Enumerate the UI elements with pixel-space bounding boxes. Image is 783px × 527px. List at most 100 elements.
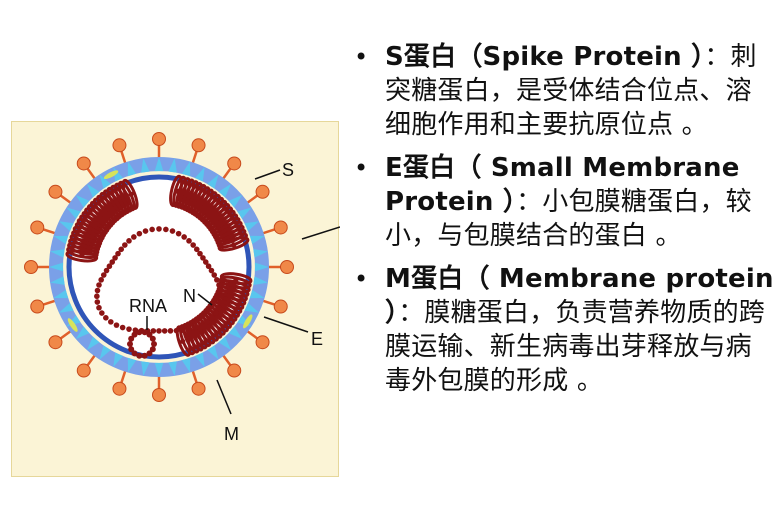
rna-bead — [96, 282, 102, 288]
rna-bead — [115, 250, 121, 257]
e-protein-mark — [243, 314, 253, 329]
nucleocapsid-coil — [175, 325, 192, 357]
s-leader-line — [254, 169, 281, 180]
rna-bead — [200, 255, 206, 261]
membrane-leader-line — [301, 226, 340, 240]
envelope-projection — [53, 289, 69, 299]
nucleocapsid-coil — [86, 204, 114, 228]
rna-bead — [216, 304, 222, 311]
envelope-projection — [218, 183, 232, 198]
envelope-projection — [86, 183, 100, 198]
envelope-projection — [181, 161, 191, 177]
bullet-icon: • — [354, 43, 369, 71]
spike-head — [112, 381, 127, 396]
rna-coil-bead — [131, 350, 138, 357]
coronavirus-structure-diagram: S E M RNA N — [11, 121, 340, 477]
list-item-e-protein: • E蛋白（ Small Membrane Protein ）：小包膜糖蛋白，较… — [352, 151, 777, 253]
nucleocapsid-coil — [99, 191, 123, 220]
rna-coil-bead — [141, 352, 148, 359]
rna-bead — [161, 328, 168, 334]
rna-bead — [173, 327, 180, 334]
spike-head — [76, 363, 91, 378]
spike-head — [227, 156, 242, 171]
nucleocapsid-coil — [209, 213, 239, 235]
n-leader-line — [197, 293, 213, 306]
envelope-projection — [58, 221, 74, 232]
rna-bead — [98, 277, 104, 283]
envelope-projection — [154, 362, 164, 377]
envelope-projection — [194, 166, 205, 182]
rna-bead — [150, 328, 157, 334]
rna-bead — [218, 293, 224, 300]
rna-bead — [216, 282, 222, 288]
rna-coil-bead — [151, 341, 157, 347]
spike-head — [255, 335, 270, 350]
nucleocapsid-coil — [215, 228, 247, 246]
envelope-projection — [75, 194, 90, 208]
rna-coil-bead — [149, 335, 156, 342]
spike-head — [30, 299, 45, 314]
term-m-protein: M蛋白（ Membrane protein ） — [385, 264, 774, 328]
rna-bead — [190, 242, 196, 248]
envelope-projection — [99, 174, 111, 189]
m-leader-line — [216, 379, 232, 415]
nucleocapsid-coil — [76, 218, 107, 238]
spike-head — [24, 260, 38, 274]
nucleocapsid-bead — [128, 191, 134, 197]
rna-bead — [94, 299, 101, 305]
envelope-projection — [127, 161, 137, 177]
envelope-projection — [237, 207, 252, 219]
rna-bead — [217, 299, 224, 305]
rna-bead — [214, 277, 220, 283]
rna-bead — [217, 287, 224, 294]
spike-head — [273, 220, 288, 235]
rna-bead — [181, 234, 187, 240]
nucleocapsid-coil — [69, 233, 102, 250]
rna-bead — [179, 327, 186, 333]
nucleocapsid-coil — [169, 174, 184, 208]
envelope-projection — [75, 326, 90, 340]
nucleocapsid-coil — [192, 188, 215, 217]
rna-coil-bead — [146, 350, 153, 357]
nucleocapsid-coil — [121, 178, 139, 210]
nucleocapsid-coil — [106, 186, 128, 216]
desc-m-protein: ：膜糖蛋白，负责营养物质的跨膜运输、新生病毒出芽释放与病毒外包膜的形成 。 — [385, 298, 766, 396]
envelope-projection — [244, 221, 260, 232]
rna-coil-bead — [146, 331, 153, 338]
nucleocapsid-coil — [206, 206, 234, 230]
rna-bead — [118, 246, 125, 253]
rna-bead — [193, 246, 200, 253]
rna-bead — [209, 315, 215, 321]
rna-bead — [103, 267, 110, 274]
rna-coil-bead — [128, 346, 135, 353]
envelope-projection — [66, 207, 81, 219]
envelope-projection — [50, 276, 65, 285]
e-leader-line — [263, 316, 309, 333]
spike-head — [191, 138, 206, 153]
rna-bead — [211, 272, 218, 278]
rna-bead — [167, 328, 174, 334]
label-e: E — [311, 329, 323, 349]
label-n: N — [183, 286, 196, 306]
rna-bead — [169, 228, 176, 234]
rna-bead — [142, 228, 149, 234]
rna-bead — [108, 319, 114, 325]
term-s-protein: S蛋白（Spike Protein ） — [385, 42, 705, 72]
e-protein-mark — [103, 170, 119, 179]
envelope-projection — [194, 352, 205, 368]
envelope-projection — [113, 352, 124, 368]
rna-bead — [163, 226, 169, 233]
rna-bead — [156, 328, 162, 334]
nucleocapsid-coil — [197, 193, 221, 221]
rna-coil-bead — [136, 352, 143, 359]
rna-bead — [213, 310, 219, 316]
nucleocapsid-coil — [72, 225, 104, 244]
envelope-projection — [249, 235, 265, 245]
envelope-projection — [86, 336, 100, 351]
nucleocapsid-coil — [181, 180, 200, 211]
rna-bead — [197, 250, 203, 257]
nucleocapsid-bead — [180, 338, 186, 344]
spike-head — [255, 184, 270, 199]
envelope-projection — [218, 336, 232, 351]
e-protein-mark — [67, 318, 78, 332]
